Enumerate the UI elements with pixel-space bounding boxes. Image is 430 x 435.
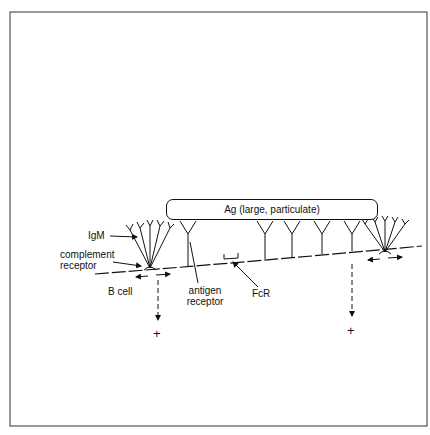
stimulation-sign: +	[153, 326, 161, 341]
crosslink-arrow	[136, 257, 402, 277]
frame	[10, 12, 427, 426]
signal-arrow	[158, 264, 352, 320]
igm-pentamer	[126, 220, 174, 270]
cell-membrane	[95, 246, 422, 274]
part-label: IgM	[88, 230, 105, 241]
cell-label: B cell	[108, 286, 132, 297]
fc-receptor-symbol	[224, 253, 238, 259]
igm-pentamer	[362, 216, 409, 254]
part-label: FcR	[252, 288, 270, 299]
node-text: Ag (large, particulate)	[224, 204, 320, 215]
part-label: complement receptor	[60, 249, 116, 271]
stimulation-sign: +	[347, 323, 355, 338]
part-label: antigen receptor	[180, 285, 230, 307]
antigen-receptor-symbol	[180, 221, 360, 266]
leader-line	[110, 236, 258, 287]
antigen-box: Ag (large, particulate)	[166, 199, 378, 220]
